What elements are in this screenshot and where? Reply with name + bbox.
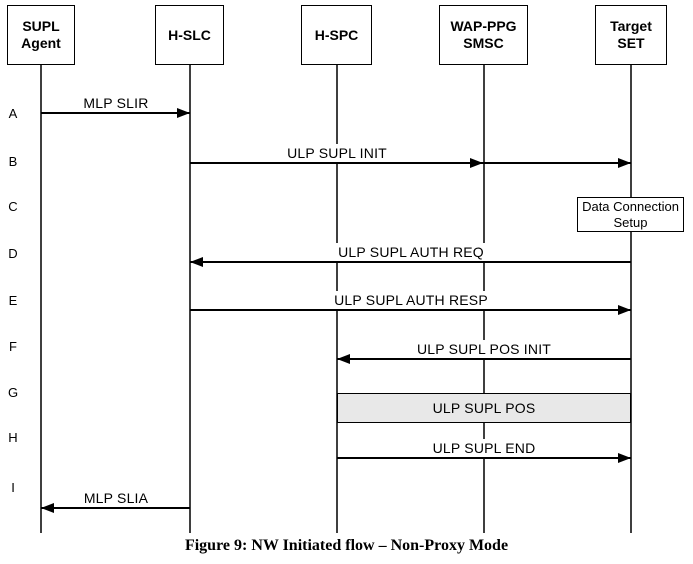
message-line-e — [190, 309, 631, 311]
arrowhead-left-icon — [337, 354, 350, 364]
step-letter-a: A — [8, 106, 18, 121]
arrowhead-right-icon — [470, 158, 483, 168]
message-label-ulp-supl-end: ULP SUPL END — [429, 439, 539, 457]
arrowhead-right-icon — [618, 158, 631, 168]
actor-supl-agent: SUPL Agent — [7, 5, 75, 65]
message-line-i — [41, 507, 190, 509]
message-label-ulp-supl-auth-req: ULP SUPL AUTH REQ — [335, 243, 487, 261]
step-letter-e: E — [8, 293, 18, 308]
lifeline-target-set — [630, 65, 632, 533]
message-label-ulp-supl-init: ULP SUPL INIT — [284, 144, 390, 162]
step-letter-i: I — [11, 480, 15, 495]
arrowhead-right-icon — [177, 108, 190, 118]
message-label-mlp-slir: MLP SLIR — [80, 94, 152, 112]
step-letter-b: B — [8, 154, 18, 169]
message-line-d — [190, 261, 631, 263]
step-letter-c: C — [8, 199, 18, 214]
message-line-b — [190, 162, 631, 164]
supl-pos-session-band: ULP SUPL POS — [337, 393, 631, 423]
message-label-mlp-slia: MLP SLIA — [80, 489, 152, 507]
arrowhead-right-icon — [618, 453, 631, 463]
arrowhead-left-icon — [190, 257, 203, 267]
message-line-h — [337, 457, 631, 459]
message-label-ulp-supl-pos-init: ULP SUPL POS INIT — [413, 340, 555, 358]
step-letter-d: D — [8, 246, 18, 261]
figure-caption: Figure 9: NW Initiated flow – Non-Proxy … — [184, 537, 509, 554]
data-connection-setup-note: Data Connection Setup — [577, 197, 684, 232]
actor-h-spc: H-SPC — [301, 5, 372, 65]
message-line-a — [41, 112, 190, 114]
actor-h-slc: H-SLC — [155, 5, 224, 65]
step-letter-g: G — [7, 385, 19, 400]
actor-wap-ppg-smsc: WAP-PPG SMSC — [439, 5, 528, 65]
message-label-ulp-supl-auth-resp: ULP SUPL AUTH RESP — [331, 291, 491, 309]
message-line-f — [337, 358, 631, 360]
lifeline-h-slc — [189, 65, 191, 533]
step-letter-h: H — [8, 430, 18, 445]
lifeline-supl-agent — [40, 65, 42, 533]
actor-target-set: Target SET — [595, 5, 667, 65]
arrowhead-left-icon — [41, 503, 54, 513]
arrowhead-right-icon — [618, 305, 631, 315]
step-letter-f: F — [9, 339, 17, 354]
